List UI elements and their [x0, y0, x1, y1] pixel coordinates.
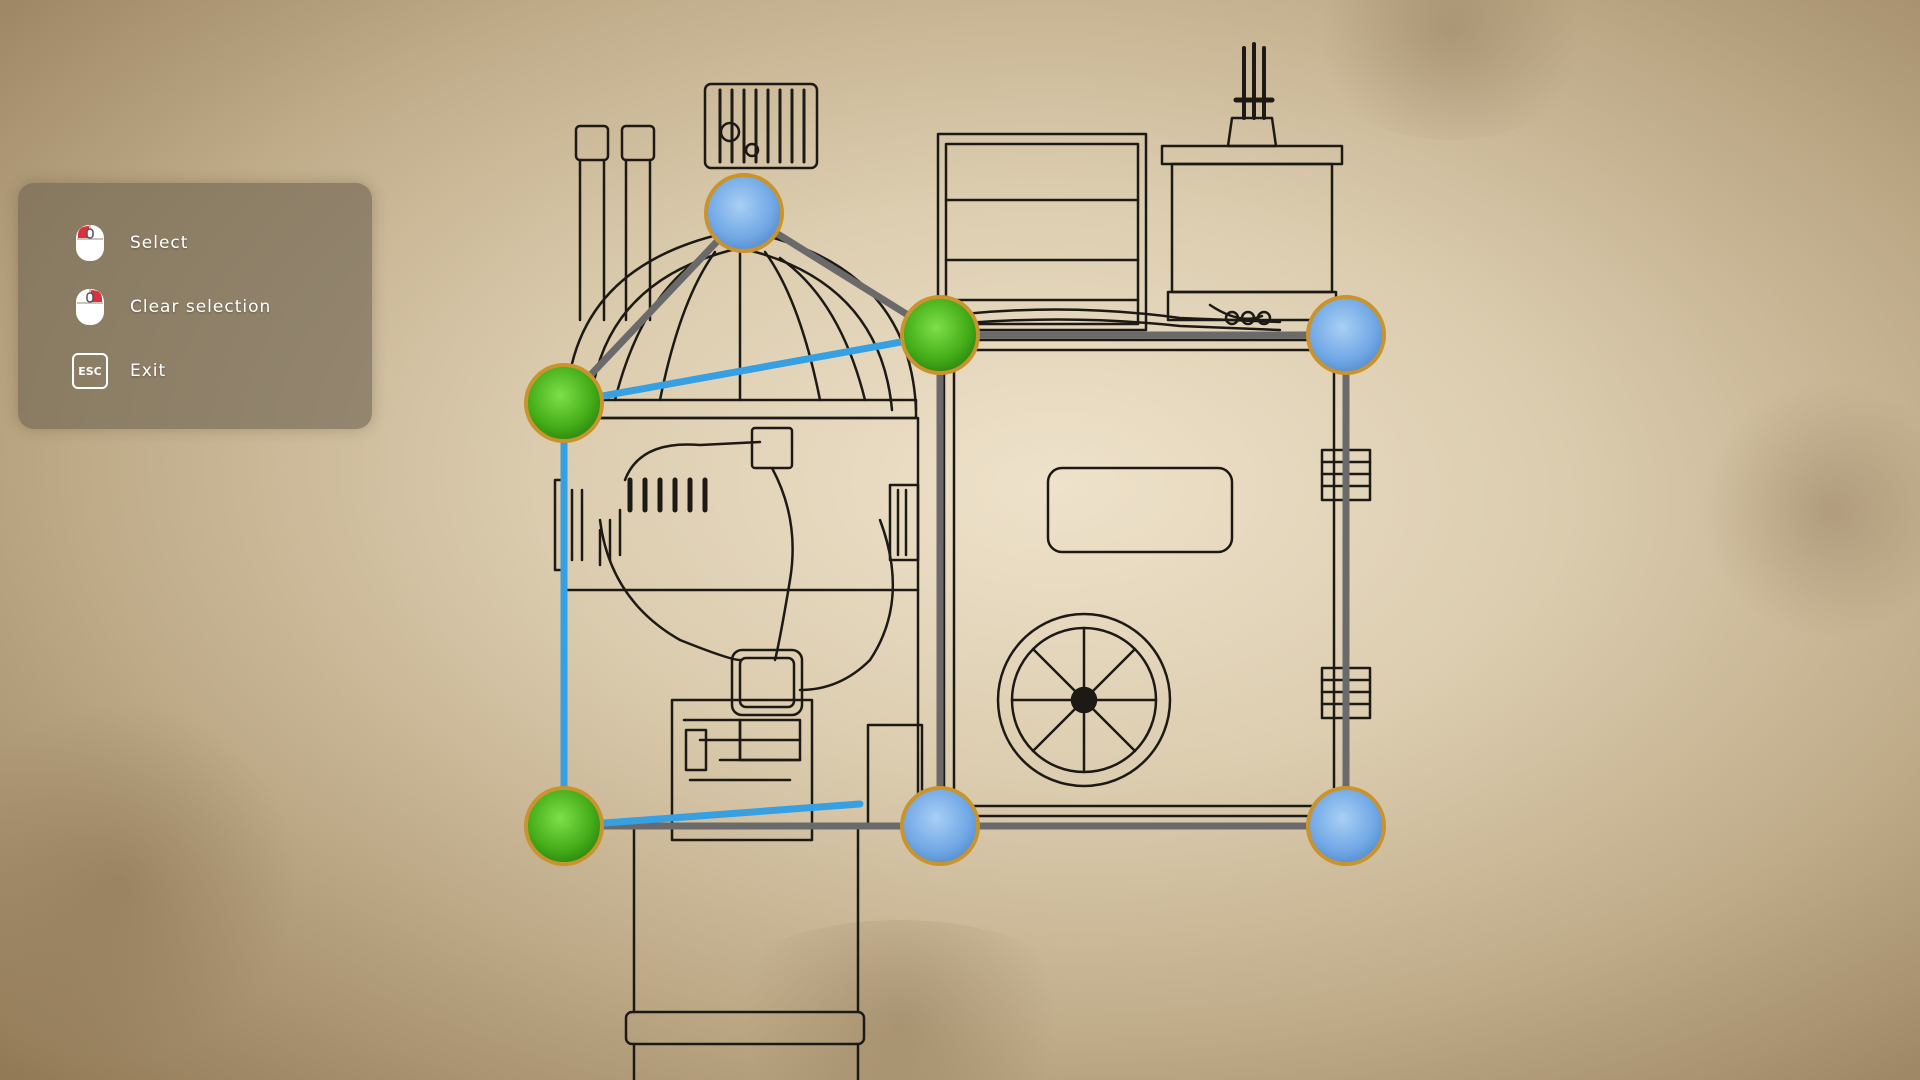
- connection-line: [560, 209, 748, 407]
- select-label: Select: [130, 233, 189, 253]
- controls-panel: Select Clear selection ESC Exit: [18, 183, 372, 429]
- paper-stain: [1700, 380, 1920, 640]
- pipe-cap: [574, 124, 610, 162]
- node-upper-right[interactable]: [1306, 295, 1386, 375]
- node-lower-left[interactable]: [524, 786, 604, 866]
- control-select: Select: [70, 221, 188, 265]
- clear-selection-label: Clear selection: [130, 297, 272, 317]
- node-lower-middle[interactable]: [900, 786, 980, 866]
- mouse-left-click-icon: [70, 221, 110, 265]
- pipe-left-1: [578, 158, 606, 322]
- body-right: [942, 338, 1346, 818]
- control-box: [730, 648, 804, 717]
- nodes: [524, 173, 1386, 866]
- esc-key-icon: ESC: [70, 349, 110, 393]
- vent-wheel: [996, 612, 1172, 788]
- drawn-path: [560, 331, 944, 830]
- pipe-left-2: [624, 158, 652, 322]
- node-left[interactable]: [524, 363, 604, 443]
- control-clear-selection: Clear selection: [70, 285, 271, 329]
- motor-lid: [1160, 144, 1344, 166]
- label-plate: [1046, 466, 1234, 554]
- body-left: [564, 416, 920, 830]
- node-lower-right[interactable]: [1306, 786, 1386, 866]
- column-base: [624, 1010, 866, 1046]
- paper-stain: [700, 920, 1100, 1080]
- exit-label: Exit: [130, 361, 167, 381]
- paper-stain: [0, 700, 300, 1060]
- node-upper-middle[interactable]: [900, 295, 980, 375]
- pipe-cap: [620, 124, 656, 162]
- electronics-panel: [670, 698, 814, 842]
- control-exit: ESC Exit: [70, 349, 166, 393]
- motor-body: [1170, 162, 1334, 294]
- node-top[interactable]: [704, 173, 784, 253]
- tank-frame: [936, 132, 1148, 332]
- fan-housing: [703, 82, 819, 170]
- esc-key-text: ESC: [72, 353, 108, 389]
- mouse-right-click-icon: [70, 285, 110, 329]
